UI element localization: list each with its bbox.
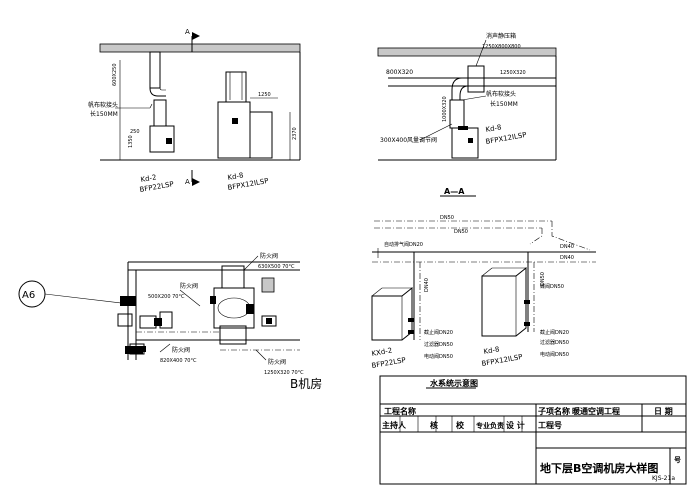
unit-kd2-plenum xyxy=(153,99,167,127)
aa-unit-name: Kd-8 xyxy=(485,123,502,134)
title-block-frame xyxy=(379,375,687,485)
tb-number-label: 号 xyxy=(674,455,681,464)
fd4-size: 1250X320 70°C xyxy=(264,370,304,376)
tb-subproject-label: 子项名称 xyxy=(538,406,570,416)
section-mark-a-top: A xyxy=(185,28,190,36)
unit-kd8-side xyxy=(249,111,273,159)
aa-duct-right: 1250X320 xyxy=(500,70,526,76)
aa-silencer-size: 1250X800X800 xyxy=(482,44,521,50)
water-u1-name: KXd-2 xyxy=(371,346,393,357)
dim-small: 250 xyxy=(130,129,140,135)
dn50-b: DN50 xyxy=(454,229,468,235)
plan-fan-top xyxy=(221,265,245,289)
dim-right: 1250 xyxy=(258,92,271,98)
title-block: 工程名称 子项名称 暖通空调工程 日 期 主持人 核 校 专业负责 设 计 工程… xyxy=(379,375,687,485)
dn40-c: DN40 xyxy=(424,278,430,292)
silencer-box xyxy=(467,65,485,93)
water-unit2 xyxy=(481,266,527,337)
v2: 过滤器DN50 xyxy=(424,341,453,348)
plan-view: A6 防火阀 630X500 70°C 防火阀 500 xyxy=(18,252,304,376)
aa-unit-model: BFPX12ILSP xyxy=(485,131,527,146)
water-unit1 xyxy=(371,286,413,341)
aa-canvas-value: 长150MM xyxy=(490,100,518,108)
water-u1-model: BFP22LSP xyxy=(371,356,406,370)
v5: 过滤器DN50 xyxy=(540,339,569,346)
aa-vertical-dim: 1000X320 xyxy=(442,96,448,122)
dn40-b: DN40 xyxy=(560,255,574,261)
unit1-name: Kd-2 xyxy=(140,173,157,184)
vm1: 蝶阀DN50 xyxy=(540,283,564,290)
column-hatch-2 xyxy=(125,346,143,354)
duct-elbow xyxy=(149,87,166,97)
column-hatch-1 xyxy=(120,296,136,306)
plan-unit-small xyxy=(139,315,157,329)
note-canvas-label: 帆布软接头 xyxy=(88,101,118,109)
dim-far: 2370 xyxy=(292,127,298,140)
v1: 截止阀DN20 xyxy=(424,329,453,336)
fd3-size: 820X400 70°C xyxy=(160,358,197,364)
aa-silencer: 消声静压箱 xyxy=(486,32,516,40)
v3: 电动阀DN50 xyxy=(424,353,453,360)
tb-design-label: 设 计 xyxy=(506,420,525,430)
v4: 截止阀DN20 xyxy=(540,329,569,336)
fd4-label: 防火阀 xyxy=(268,358,286,366)
tb-review-label: 校 xyxy=(456,420,465,430)
ceiling-slab xyxy=(99,43,301,53)
dim-height: 1350 xyxy=(128,135,134,148)
water-u2-name: Kd-8 xyxy=(483,345,500,356)
axis-tag: A6 xyxy=(22,290,35,301)
fd3-label: 防火阀 xyxy=(172,346,190,354)
water-caption: 水系统示意图 xyxy=(429,378,478,388)
section-mark-a-bottom: A xyxy=(185,178,190,186)
tb-subproject-value: 暖通空调工程 xyxy=(572,406,620,416)
duct-vertical xyxy=(149,51,161,89)
aa-damper: 300X400风量调节阀 xyxy=(380,136,437,144)
aa-canvas-label: 帆布软接头 xyxy=(486,90,516,98)
room-label: B机房 xyxy=(290,376,322,391)
tb-job-label: 工程号 xyxy=(538,420,562,430)
duct-vertical-aa xyxy=(449,99,465,129)
tb-project-label: 工程名称 xyxy=(384,406,416,416)
tb-host-label: 主持人 xyxy=(382,420,407,430)
water-system: DN50 DN50 DN40 DN40 自动排气阀DN20 DN40 截止阀DN… xyxy=(371,215,596,389)
note-canvas-value: 长150MM xyxy=(90,110,118,118)
unit-kd8-top xyxy=(225,71,247,103)
section-arrow-bottom xyxy=(192,178,200,186)
tb-major-label: 专业负责 xyxy=(476,421,504,430)
section-aa: 1000X320 800X320 1250X320 消声静压箱 1250X800… xyxy=(377,32,557,197)
dn40-a: DN40 xyxy=(560,244,574,250)
fd1-size: 630X500 70°C xyxy=(258,264,295,270)
tb-date-label: 日 期 xyxy=(654,406,673,416)
unit-kd8 xyxy=(217,101,251,159)
dn50-c: DN50 xyxy=(540,272,546,286)
dn20-top: 自动排气阀DN20 xyxy=(384,241,423,248)
tb-drawing-title: 地下层B空调机房大样图 xyxy=(540,461,658,475)
aa-caption: A—A xyxy=(444,187,465,196)
section-arrow-top xyxy=(192,32,200,40)
unit2-name: Kd-8 xyxy=(227,171,244,182)
v6: 电动阀DN50 xyxy=(540,351,569,358)
ceiling-slab-aa xyxy=(377,47,557,57)
fd2-label: 防火阀 xyxy=(180,282,198,290)
tb-check-label: 核 xyxy=(430,420,438,430)
tb-drawing-number: KJS-21a xyxy=(652,475,675,482)
fd1-label: 防火阀 xyxy=(260,252,278,260)
fd2-size: 500X200 70°C xyxy=(148,294,185,300)
unit-kd8-aa xyxy=(451,127,479,159)
aa-duct-left: 800X320 xyxy=(386,69,413,76)
dim-duct-top: 600X250 xyxy=(112,63,118,86)
elevation-left: A A 600X250 1350 250 帆布软接头 长150MM 1250 2… xyxy=(88,28,301,194)
dn50-a: DN50 xyxy=(440,215,454,221)
